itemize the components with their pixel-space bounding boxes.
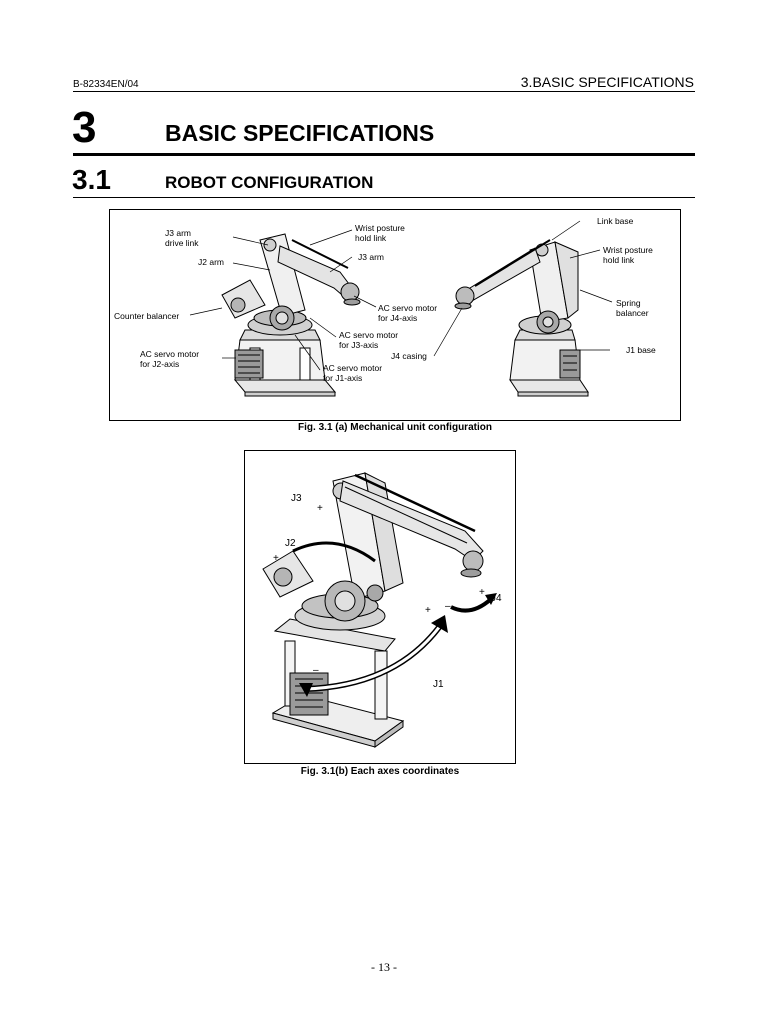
axis-sign-j1-plus: +: [425, 605, 431, 616]
j1-arrow-head: [431, 615, 448, 633]
axis-label-j4: J4: [491, 593, 502, 604]
label-spring-balancer-2: balancer: [616, 308, 649, 318]
j1-arrow-tail: [299, 683, 313, 697]
running-header-chapter: 3.BASIC SPECIFICATIONS: [520, 74, 694, 90]
label-wrist-posture-link-2: hold link: [603, 255, 635, 265]
axis-sign-j4-minus: –: [445, 601, 451, 612]
axes-coordinates-drawing: J3 + J2 + J4 + – J1 + –: [262, 472, 502, 748]
figure-axes-coordinates: J3 + J2 + J4 + – J1 + –: [244, 450, 516, 764]
axis-label-j2: J2: [285, 538, 296, 549]
chapter-rule: [73, 153, 695, 156]
label-j3-arm-drive-link-2: drive link: [165, 238, 199, 248]
document-id: B-82334EN/04: [73, 79, 139, 90]
chapter-title: BASIC SPECIFICATIONS: [165, 120, 435, 146]
figure-b-caption: Fig. 3.1(b) Each axes coordinates: [300, 766, 460, 777]
label-ac-servo-j1: AC servo motor: [323, 363, 382, 373]
figure-a-caption: Fig. 3.1 (a) Mechanical unit configurati…: [298, 422, 492, 433]
label-spring-balancer: Spring: [616, 298, 641, 308]
axis-sign-j4-plus: +: [479, 587, 485, 598]
j2-motor-block: [234, 349, 264, 379]
label-ac-servo-j2: AC servo motor: [140, 349, 199, 359]
section-number: 3.1: [72, 164, 111, 195]
section-rule: [73, 197, 695, 198]
label-ac-servo-j4: AC servo motor: [378, 303, 437, 313]
label-j4-casing: J4 casing: [391, 351, 427, 361]
label-ac-servo-j2-axis: for J2-axis: [140, 359, 179, 369]
label-j3-arm: J3 arm: [358, 252, 384, 262]
axis-label-j1: J1: [433, 679, 444, 690]
figure-mechanical-unit: J3 arm drive link J2 arm Counter balance…: [109, 209, 681, 421]
label-wrist-posture-hold: Wrist posture: [355, 223, 405, 233]
section-title: ROBOT CONFIGURATION: [165, 173, 374, 192]
axis-sign-j3-plus: +: [317, 503, 323, 514]
label-ac-servo-j1-axis: for J1-axis: [323, 373, 362, 383]
mechanical-unit-drawing: J3 arm drive link J2 arm Counter balance…: [114, 216, 656, 397]
chapter-number: 3: [72, 103, 97, 152]
label-ac-servo-j4-axis: for J4-axis: [378, 313, 417, 323]
j1-motor-block: [289, 672, 329, 716]
label-counter-balancer: Counter balancer: [114, 311, 179, 321]
label-wrist-posture-hold-2: hold link: [355, 233, 387, 243]
label-link-base: Link base: [597, 216, 634, 226]
page-number: - 13 -: [371, 960, 397, 974]
label-ac-servo-j3: AC servo motor: [339, 330, 398, 340]
header-rule: [73, 91, 695, 92]
axis-sign-j2-plus: +: [273, 553, 279, 564]
label-j2-arm: J2 arm: [198, 257, 224, 267]
j4-rotation-arrow: [450, 597, 493, 613]
axis-label-j3: J3: [291, 493, 302, 504]
axis-sign-j1-minus: –: [313, 665, 319, 676]
label-ac-servo-j3-axis: for J3-axis: [339, 340, 378, 350]
label-j3-arm-drive-link: J3 arm: [165, 228, 191, 238]
label-wrist-posture-link: Wrist posture: [603, 245, 653, 255]
label-j1-base: J1 base: [626, 345, 656, 355]
